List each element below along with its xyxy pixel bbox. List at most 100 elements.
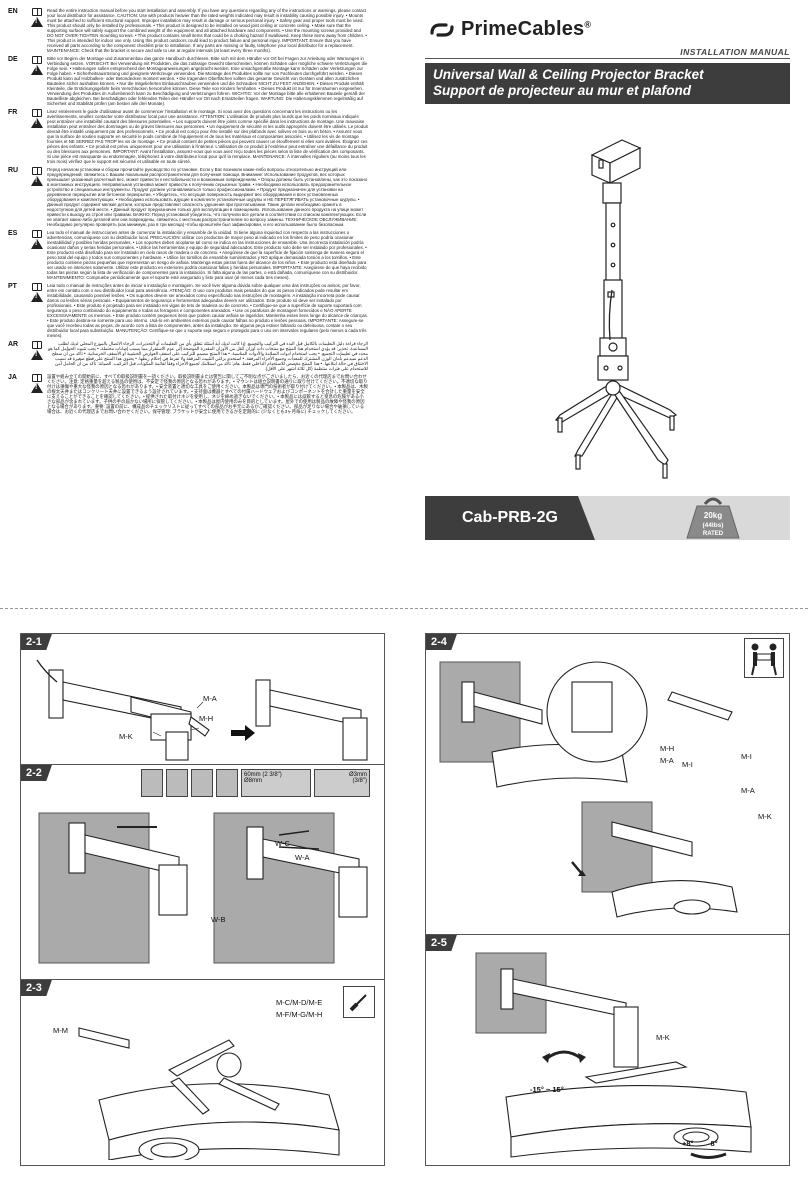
warning-icon bbox=[31, 350, 43, 360]
two-person-icon bbox=[744, 638, 784, 678]
model-band: Cab-PRB-2G 20kg (44lbs) RATED bbox=[425, 496, 790, 540]
warning-icon bbox=[31, 292, 43, 302]
language-block: FR Lisez entièrement le guide d'utilisate… bbox=[8, 109, 368, 164]
part-label: M-C/M-D/M-E bbox=[276, 998, 323, 1007]
language-instructions: ENRead the entire instruction manual bef… bbox=[8, 8, 368, 598]
part-label: W-A bbox=[295, 853, 310, 862]
tilt-range: -15° ~ 15° bbox=[530, 1085, 564, 1094]
part-label: M-I bbox=[741, 752, 752, 761]
swivel-plus: +8° bbox=[682, 1139, 694, 1148]
language-instructions-text: Bitte vor Beginn der Montage und Zusamme… bbox=[47, 56, 368, 106]
manual-icon bbox=[32, 109, 42, 117]
language-instructions-text: Перед началом установки и сборки прочита… bbox=[47, 167, 368, 227]
weight-rated: RATED bbox=[703, 531, 724, 537]
part-label: M-A bbox=[741, 786, 755, 795]
step-2-1: 2-1 M-A M-H M-K bbox=[21, 634, 384, 764]
read-manual-warning-icon bbox=[30, 341, 44, 360]
step-tab: 2-3 bbox=[21, 980, 52, 996]
language-block: ARالرجاء قراءة دليل التعليمات بالكامل قب… bbox=[8, 341, 368, 371]
step-2-4: 2-4 M-H M-A M-I M-I M-A M-K bbox=[426, 634, 789, 934]
language-code: JA bbox=[8, 374, 17, 381]
pencil-icon bbox=[166, 769, 188, 797]
warning-icon bbox=[31, 176, 43, 186]
manual-icon bbox=[32, 283, 42, 291]
warning-icon bbox=[31, 17, 43, 27]
title-band: Universal Wall & Ceiling Projector Brack… bbox=[425, 63, 790, 104]
part-label: M-F/M-G/M-H bbox=[276, 1010, 323, 1019]
language-block: ENRead the entire instruction manual bef… bbox=[8, 8, 368, 53]
title-english: Universal Wall & Ceiling Projector Brack… bbox=[433, 67, 704, 82]
brand-name: PrimeCables® bbox=[461, 18, 592, 40]
weight-kg: 20kg bbox=[704, 511, 722, 520]
part-label: M-A bbox=[203, 694, 217, 703]
language-code: PT bbox=[8, 283, 17, 290]
read-manual-warning-icon bbox=[30, 109, 44, 128]
step-tab: 2-4 bbox=[426, 634, 457, 650]
level-tool-icon bbox=[141, 769, 163, 797]
part-label: M-K bbox=[119, 732, 133, 741]
swivel-minus: -8° bbox=[708, 1139, 718, 1148]
title-french: Support de projecteur au mur et plafond bbox=[433, 83, 692, 98]
model-number: Cab-PRB-2G bbox=[425, 496, 595, 540]
warning-icon bbox=[31, 239, 43, 249]
step-tab: 2-2 bbox=[21, 765, 52, 781]
screwdriver-icon bbox=[191, 769, 213, 797]
manual-icon bbox=[32, 167, 42, 175]
step-2-1-illustration bbox=[36, 659, 368, 761]
read-manual-warning-icon bbox=[30, 230, 44, 249]
primecables-logo-icon bbox=[430, 22, 454, 37]
weight-rating-icon: 20kg (44lbs) RATED bbox=[686, 497, 740, 539]
read-manual-warning-icon bbox=[30, 56, 44, 75]
anchor-note: Ø3mm(3/8") bbox=[314, 769, 370, 797]
step-2-2-illustration bbox=[38, 812, 368, 964]
read-manual-warning-icon bbox=[30, 283, 44, 302]
tools-strip: 60mm (2 3/8")Ø8mm Ø3mm(3/8") bbox=[141, 769, 381, 799]
manual-icon bbox=[32, 374, 42, 382]
language-block: ES Lea todo el manual de instrucciones an… bbox=[8, 230, 368, 280]
language-instructions-text: Lisez entièrement le guide d'utilisateur… bbox=[47, 109, 368, 164]
part-label: M-K bbox=[758, 812, 772, 821]
right-steps-panel: 2-4 M-H M-A M-I M-I M-A M-K bbox=[425, 633, 790, 1166]
drill-depth-note: 60mm (2 3/8")Ø8mm bbox=[241, 769, 311, 797]
step-2-2: 2-2 60mm (2 3/8")Ø8mm Ø3mm(3/8") W- bbox=[21, 764, 384, 979]
projector-bracket-illustration bbox=[554, 139, 678, 479]
step-tab: 2-5 bbox=[426, 935, 457, 951]
language-block: RU Перед началом установки и сборки прочи… bbox=[8, 167, 368, 227]
warning-icon bbox=[31, 118, 43, 128]
language-code: DE bbox=[8, 56, 18, 63]
read-manual-warning-icon bbox=[30, 167, 44, 186]
language-instructions-text: 設置や組み立ての開始前に、すべての取扱説明書を一読ください。取扱説明書または警告… bbox=[47, 374, 368, 414]
language-code: FR bbox=[8, 109, 18, 116]
manual-icon bbox=[32, 8, 42, 16]
read-manual-warning-icon bbox=[30, 374, 44, 393]
step-2-3: 2-3 M-M M-C/M-D/M-E M-F/M-G/M-H bbox=[21, 979, 384, 1167]
step-2-4-illustration bbox=[439, 661, 738, 918]
step-2-3-illustration bbox=[78, 1027, 340, 1160]
part-label: W-C bbox=[275, 839, 290, 848]
drill-icon bbox=[216, 769, 238, 797]
screwdriver-icon bbox=[343, 986, 375, 1018]
header: PrimeCables® INSTALLATION MANUAL Univers… bbox=[425, 18, 790, 104]
manual-icon bbox=[32, 230, 42, 238]
part-label: M-H bbox=[660, 744, 675, 753]
language-code: RU bbox=[8, 167, 19, 174]
warning-icon bbox=[31, 383, 43, 393]
manual-type-label: INSTALLATION MANUAL bbox=[425, 47, 790, 59]
language-instructions-text: Leia todo o manual de instruções antes d… bbox=[47, 283, 368, 338]
language-code: EN bbox=[8, 8, 18, 15]
step-2-5: 2-5 M-K -15° ~ 15° +8° -8° bbox=[426, 934, 789, 1167]
language-instructions-text: الرجاء قراءة دليل التعليمات بالكامل قبل … bbox=[48, 341, 368, 371]
step-tab: 2-1 bbox=[21, 634, 52, 650]
part-label: M-M bbox=[53, 1026, 68, 1035]
part-label: M-H bbox=[199, 714, 214, 723]
language-instructions-text: Lea todo el manual de instrucciones ante… bbox=[47, 230, 367, 280]
warning-icon bbox=[31, 65, 43, 75]
part-label: W-B bbox=[211, 915, 226, 924]
language-code: ES bbox=[8, 230, 18, 237]
manual-icon bbox=[32, 341, 42, 349]
weight-lbs: (44lbs) bbox=[703, 522, 724, 529]
part-label: M-I bbox=[682, 760, 693, 769]
language-block: JA 設置や組み立ての開始前に、すべての取扱説明書を一読ください。取扱説明書または… bbox=[8, 374, 368, 414]
language-block: PT Leia todo o manual de instruções antes… bbox=[8, 283, 368, 338]
manual-icon bbox=[32, 56, 42, 64]
